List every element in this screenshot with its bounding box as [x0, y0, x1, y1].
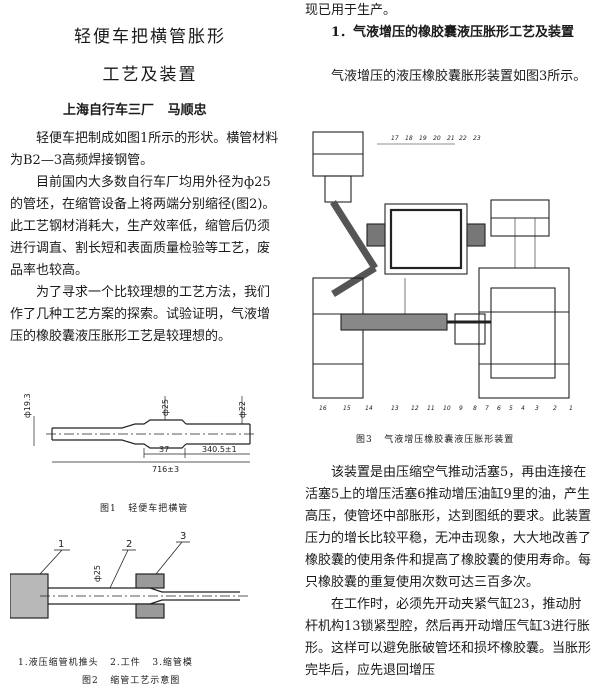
fig1-dim-taper-length: 37 — [159, 445, 169, 454]
fig2-dim-diameter: ф25 — [93, 565, 102, 582]
fig3-label-9: 9 — [459, 405, 463, 412]
fig3-label-3: 3 — [535, 405, 539, 412]
fig3-label-2: 2 — [553, 405, 557, 412]
fig2-legend: 1.液压缩管机推头 2.工件 3.缩管模 — [18, 658, 193, 668]
left-body: 轻便车把制成如图1所示的形状。横管材料为B2—3高频焊接钢管。 目前国内大多数自… — [10, 128, 282, 348]
fig1-handlebar-drawing: ф19.3 ф25 ф22 37 340.5±1 716±3 — [23, 393, 256, 474]
fig3-label-6: 6 — [497, 405, 501, 412]
fig3-label-12: 12 — [411, 405, 419, 412]
section-heading: 1．气液增压的橡胶囊液压胀形工艺及装置 — [331, 25, 575, 40]
fig1-dim-right-diameter: ф22 — [238, 401, 247, 418]
fig3-label-16: 16 — [319, 405, 327, 412]
fig3-label-18: 18 — [405, 135, 413, 142]
fig3-label-4: 4 — [521, 405, 525, 412]
fig3-label-11: 11 — [427, 405, 435, 412]
fig3-label-8: 8 — [473, 405, 477, 412]
fig1-dim-total-length: 716±3 — [152, 465, 179, 474]
fig1-dim-left-diameter: ф19.3 — [23, 393, 32, 418]
fig3-label-7: 7 — [485, 405, 489, 412]
left-paragraph-4: 为了寻求一个比较理想的工艺方法，我们作了几种工艺方案的探索。试验证明，气液增压的… — [10, 285, 271, 344]
right-paragraph-2: 在工作时，必须先开动夹紧气缸23，推动肘杆机构13锁紧型腔，然后再开动增压气缸3… — [305, 597, 592, 678]
fig2-label-2: 2 — [126, 539, 132, 550]
fig3-label-19: 19 — [419, 135, 427, 142]
fig3-label-17: 17 — [391, 135, 399, 142]
fig3-label-15: 15 — [343, 405, 351, 412]
fig3-label-13: 13 — [391, 405, 399, 412]
left-paragraph-1: 轻便车把制成如图1所示的形状。横管材料为B2—3高频焊接钢管。 — [10, 131, 279, 168]
fig2-caption: 图2 缩管工艺示意图 — [82, 676, 181, 686]
fig1-dim-middle-diameter: ф25 — [161, 399, 170, 416]
article-title-line2: 工艺及装置 — [102, 65, 198, 85]
fig2-label-3: 3 — [180, 531, 186, 542]
right-intro: 气液增压的液压橡胶囊胀形装置如图3所示。 — [331, 69, 587, 84]
fig2-reducing-process-drawing: 1 2 3 ф25 — [10, 531, 250, 619]
fig3-label-1: 1 — [569, 405, 573, 412]
fig3-label-14: 14 — [365, 405, 373, 412]
fig3-label-22: 22 — [459, 135, 467, 142]
right-top-line: 现已用于生产。 — [305, 3, 397, 18]
left-paragraph-3: 此工艺钢材消耗大，生产效率低，缩管后仍须进行调直、割长短和表面质量检验等工艺，废… — [10, 219, 271, 278]
right-body: 该装置是由压缩空气推动活塞5，再由连接在活塞5上的增压活塞6推动增压油缸9里的油… — [305, 462, 591, 682]
left-paragraph-2: 目前国内大多数自行车厂均用外径为ф25的管坯，在缩管设备上将两端分别缩径(图2)… — [10, 175, 276, 212]
article-title-line1: 轻便车把横管胀形 — [74, 27, 226, 47]
fig2-label-1: 1 — [58, 539, 64, 550]
author-line: 上海自行车三厂 马顺忠 — [63, 103, 207, 118]
fig1-dim-center-length: 340.5±1 — [202, 445, 237, 454]
fig3-apparatus-drawing: 17 18 19 20 21 22 23 16 15 14 13 12 11 1… — [312, 131, 573, 412]
fig3-label-5: 5 — [509, 405, 513, 412]
fig1-caption: 图1 轻便车把横管 — [100, 504, 189, 514]
fig3-label-20: 20 — [433, 135, 441, 142]
fig3-label-21: 21 — [447, 135, 455, 142]
fig3-caption: 图3 气液增压橡胶囊液压胀形装置 — [356, 435, 515, 445]
right-paragraph-1: 该装置是由压缩空气推动活塞5，再由连接在活塞5上的增压活塞6推动增压油缸9里的油… — [305, 465, 592, 590]
fig3-label-10: 10 — [443, 405, 451, 412]
fig3-label-23: 23 — [473, 135, 481, 142]
